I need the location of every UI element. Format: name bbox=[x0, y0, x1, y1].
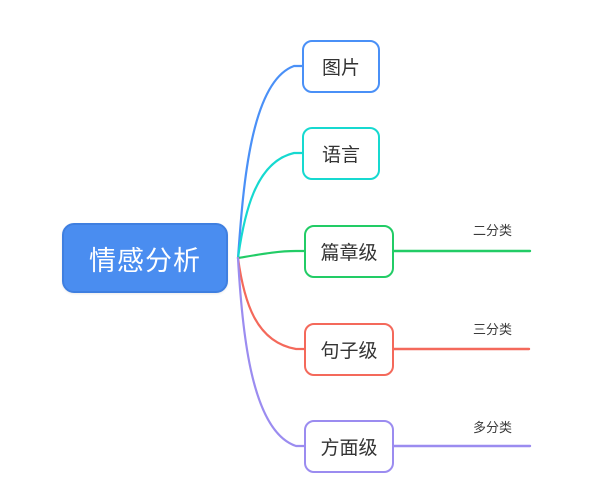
leaf-label-binary-classification: 二分类 bbox=[473, 223, 513, 238]
branch-node-label: 方面级 bbox=[320, 438, 378, 459]
branch-node-document-level[interactable]: 篇章级 bbox=[304, 225, 394, 278]
edge-root-to-language bbox=[236, 151, 304, 260]
root-node-label: 情感分析 bbox=[89, 245, 201, 276]
branch-node-label: 语言 bbox=[321, 145, 360, 166]
branch-node-image[interactable]: 图片 bbox=[302, 40, 380, 93]
branch-node-label: 图片 bbox=[321, 58, 360, 79]
branch-node-sentence-level[interactable]: 句子级 bbox=[304, 323, 394, 376]
edge-root-to-aspect bbox=[236, 256, 306, 448]
root-node-sentiment-analysis[interactable]: 情感分析 bbox=[62, 223, 228, 293]
edge-root-to-document bbox=[236, 249, 306, 260]
leaf-label-three-class-classification: 三分类 bbox=[473, 322, 513, 337]
branch-node-label: 句子级 bbox=[320, 341, 378, 362]
branch-node-language[interactable]: 语言 bbox=[302, 127, 380, 180]
edge-root-to-sentence bbox=[236, 256, 306, 351]
leaf-label-multi-class-classification: 多分类 bbox=[473, 420, 513, 435]
edge-root-to-image bbox=[236, 64, 304, 260]
branch-node-aspect-level[interactable]: 方面级 bbox=[304, 420, 394, 473]
branch-node-label: 篇章级 bbox=[320, 243, 378, 264]
